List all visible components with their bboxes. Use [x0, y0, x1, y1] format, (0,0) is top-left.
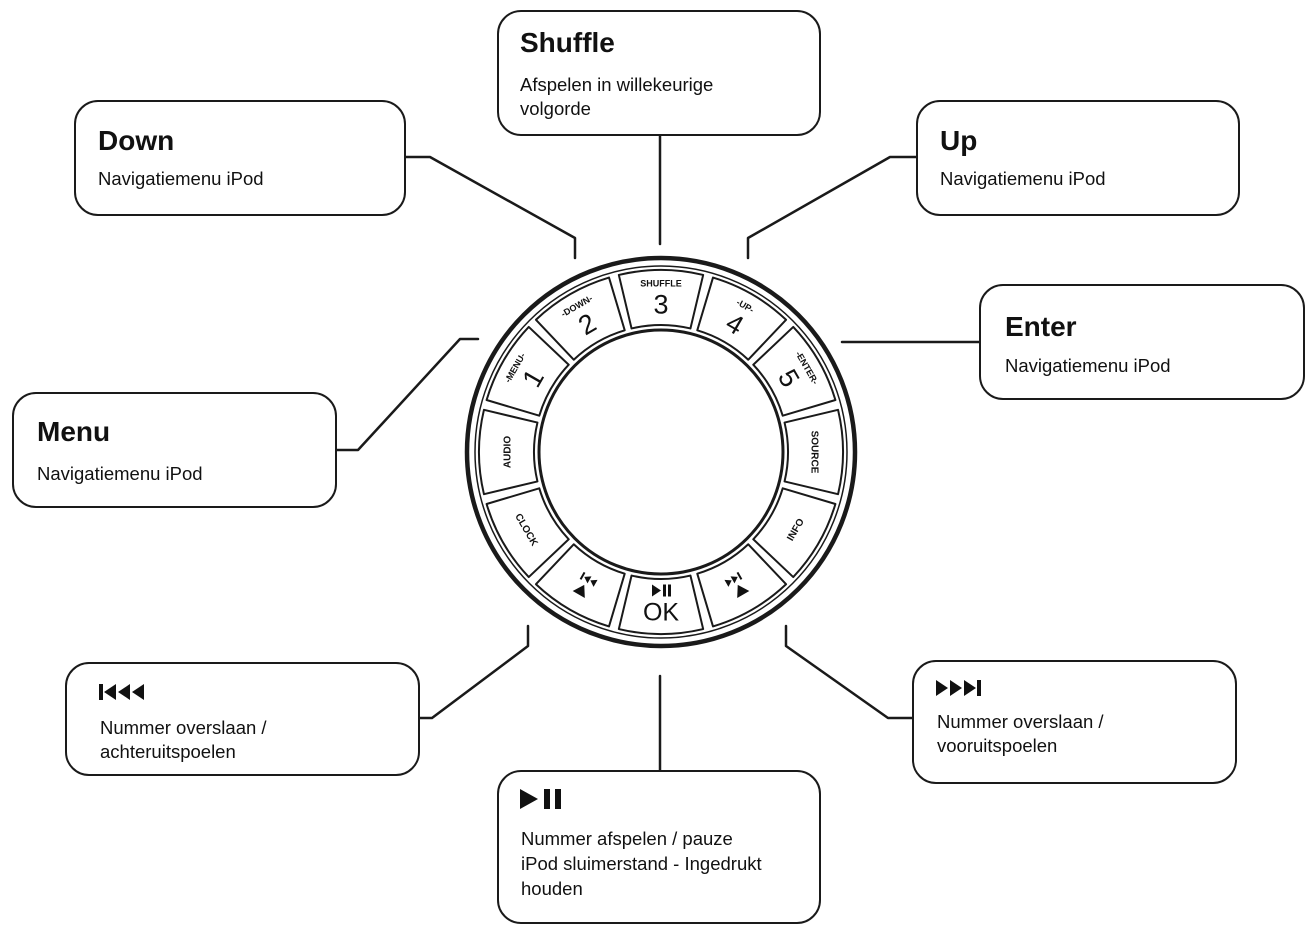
play-pause-icon	[652, 584, 671, 597]
dial-button-prev-shape[interactable]	[534, 543, 626, 628]
dial-button-source[interactable]: SOURCE	[783, 408, 844, 496]
dial-button-clock[interactable]: CLOCK	[485, 487, 570, 579]
down-description: Navigatiemenu iPod	[98, 168, 264, 189]
dial-button-up[interactable]: -UP-4	[696, 276, 788, 361]
shuffle-callout: Shuffle Afspelen in willekeurige volgord…	[497, 10, 821, 136]
dial-button-clock-shape[interactable]	[485, 487, 570, 579]
dial-button-down[interactable]: -DOWN-2	[534, 276, 626, 361]
down-callout: Down Navigatiemenu iPod	[74, 100, 406, 216]
down-connector	[404, 155, 577, 260]
dial-center[interactable]	[537, 328, 785, 576]
shuffle-description: Afspelen in willekeurige volgorde	[520, 74, 714, 119]
skip-forward-icon	[936, 680, 981, 696]
dial-button-info[interactable]: INFO	[752, 487, 837, 579]
menu-description: Navigatiemenu iPod	[37, 463, 203, 484]
skip-back-icon	[572, 571, 598, 598]
play-pause-icon	[520, 789, 561, 809]
menu-title: Menu	[37, 416, 111, 447]
dial-button-enter-shape[interactable]	[752, 325, 837, 417]
dial-button-source-shape[interactable]	[783, 408, 844, 496]
play-pause-description: Nummer afspelen / pauze iPod sluimerstan…	[521, 828, 762, 899]
shuffle-title: Shuffle	[520, 27, 615, 58]
prev-description: Nummer overslaan / achteruitspoelen	[100, 717, 267, 762]
dial-button-source-label: SOURCE	[809, 431, 820, 474]
enter-callout: Enter Navigatiemenu iPod	[979, 284, 1305, 400]
dial-button-ok-shape[interactable]	[617, 574, 705, 635]
dial-button-audio[interactable]: AUDIO	[478, 408, 539, 496]
dial-inner-ring	[474, 265, 848, 639]
dial-button-menu-shape[interactable]	[485, 325, 570, 417]
menu-callout: Menu Navigatiemenu iPod	[12, 392, 337, 508]
dial-button-info-shape[interactable]	[752, 487, 837, 579]
up-callout: Up Navigatiemenu iPod	[916, 100, 1240, 216]
next-callout: Nummer overslaan / vooruitspoelen	[912, 660, 1237, 784]
dial-button-down-shape[interactable]	[534, 276, 626, 361]
dial-button-menu[interactable]: -MENU-1	[485, 325, 570, 417]
down-title: Down	[98, 125, 175, 156]
skip-forward-icon	[724, 571, 750, 598]
dial-button-audio-label: AUDIO	[503, 436, 514, 468]
dial-button-up-shape[interactable]	[696, 276, 788, 361]
dial-button-shuffle-label: SHUFFLE	[640, 279, 682, 289]
menu-connector	[335, 337, 480, 452]
dial-button-next[interactable]	[696, 543, 788, 628]
up-connector	[746, 155, 918, 260]
dial-button-ok[interactable]: OK	[617, 574, 705, 635]
dial-button-next-shape[interactable]	[696, 543, 788, 628]
enter-description: Navigatiemenu iPod	[1005, 355, 1171, 376]
enter-title: Enter	[1005, 311, 1077, 342]
dial-button-prev[interactable]	[534, 543, 626, 628]
dial-button-enter[interactable]: -ENTER-5	[752, 325, 837, 417]
prev-connector	[418, 624, 530, 720]
up-title: Up	[940, 125, 978, 156]
dial-button-audio-shape[interactable]	[478, 408, 539, 496]
skip-back-icon	[99, 684, 144, 700]
prev-callout: Nummer overslaan / achteruitspoelen	[65, 662, 420, 776]
up-description: Navigatiemenu iPod	[940, 168, 1106, 189]
next-description: Nummer overslaan / vooruitspoelen	[937, 711, 1104, 756]
dial-button-ok-label: OK	[643, 599, 679, 627]
next-connector	[784, 624, 914, 720]
play-pause-callout: Nummer afspelen / pauze iPod sluimerstan…	[497, 770, 821, 924]
dial-button-shuffle-digit: 3	[653, 290, 668, 320]
dial-button-shuffle-shape[interactable]	[617, 269, 705, 330]
